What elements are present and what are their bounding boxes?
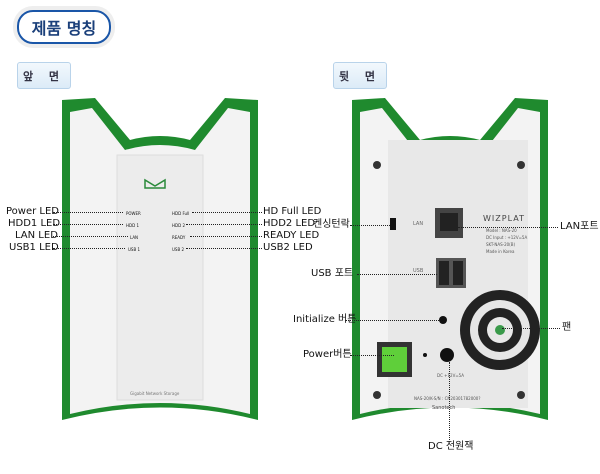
power-led-label: Power LED bbox=[6, 206, 60, 217]
ready-led-label: READY LED bbox=[263, 230, 320, 241]
usb-port-label: USB 포트 bbox=[311, 268, 354, 279]
brand-logo: WIZPLAT bbox=[483, 214, 525, 223]
front-device bbox=[62, 98, 258, 420]
usb1-led-label: USB1 LED bbox=[9, 242, 59, 253]
kensington-lock-label: 켄싱턴락 bbox=[313, 219, 350, 230]
initialize-button-label: Initialize 버튼 bbox=[293, 314, 357, 325]
panel-serial: NAS-20/K-S/N : CN20301782000? bbox=[414, 396, 481, 401]
panel-label: HDD 1 bbox=[126, 223, 139, 228]
tab-back[interactable]: 뒷 면 bbox=[333, 62, 387, 89]
panel-made: Made in Korea bbox=[486, 249, 515, 254]
panel-label: POWER bbox=[126, 211, 141, 216]
power-button-label: Power버튼 bbox=[303, 349, 352, 360]
panel-model: Model : NAS-20 bbox=[486, 228, 517, 233]
panel-label: HDD 2 bbox=[172, 223, 185, 228]
panel-maker: Sanotech bbox=[432, 405, 456, 411]
panel-dc: DC +12V=5A bbox=[437, 373, 464, 378]
hdd2-led-label: HDD2 LED bbox=[263, 218, 316, 229]
lan-port-label: LAN포트 bbox=[560, 221, 599, 232]
hd-full-led-label: HD Full LED bbox=[263, 206, 322, 217]
panel-label: HDD Full bbox=[172, 211, 190, 216]
panel-label: LAN bbox=[130, 235, 139, 240]
panel-lan-text: LAN bbox=[413, 221, 424, 227]
panel-label: USB 1 bbox=[128, 247, 141, 252]
panel-dc-input: DC Input : +12V=5A bbox=[486, 235, 528, 240]
hdd1-led-label: HDD1 LED bbox=[8, 218, 61, 229]
dc-jack-label: DC 전원잭 bbox=[428, 441, 474, 452]
panel-label: READY bbox=[172, 235, 186, 240]
tab-front[interactable]: 앞 면 bbox=[17, 62, 71, 89]
fan-label: 팬 bbox=[562, 322, 572, 333]
usb2-led-label: USB2 LED bbox=[263, 242, 313, 253]
panel-label: USB 2 bbox=[172, 247, 185, 252]
page-title: 제품 명칭 bbox=[17, 10, 111, 44]
front-bottom-text: Gigabit Network Storage bbox=[130, 391, 180, 396]
lan-led-label: LAN LED bbox=[15, 230, 58, 241]
kensington-lock-slot bbox=[390, 218, 396, 230]
panel-usb-text: USB bbox=[413, 268, 424, 274]
panel-skt: SKT-NAS-20(B) bbox=[486, 242, 516, 247]
